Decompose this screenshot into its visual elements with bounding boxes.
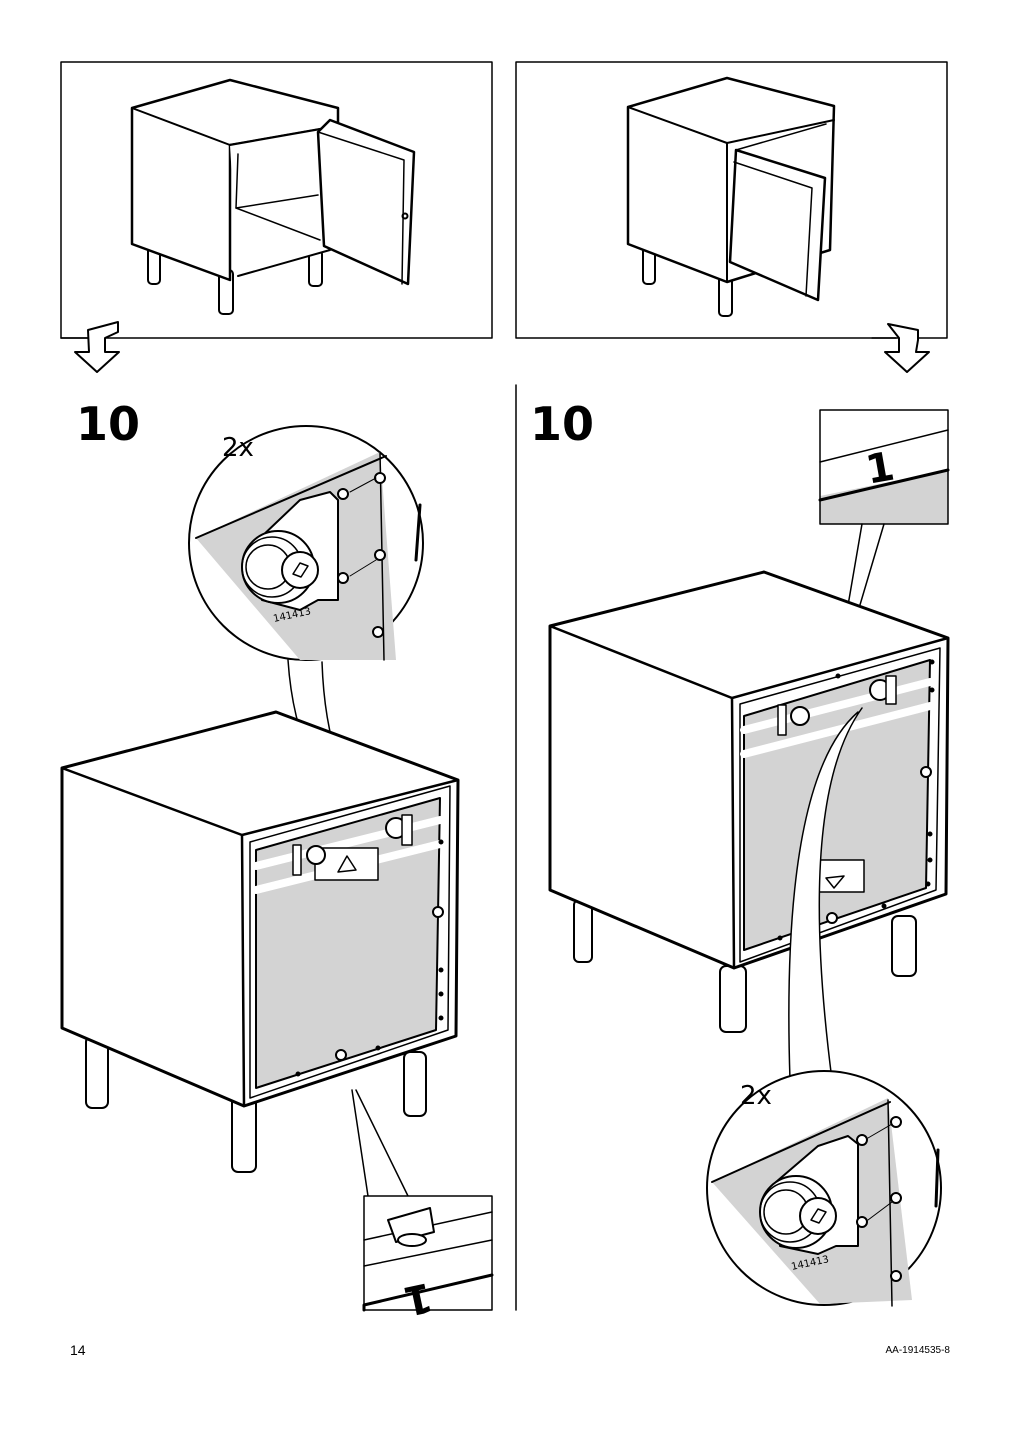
down-arrow-icon (871, 323, 930, 373)
warning-label-icon (825, 875, 845, 889)
warning-label-icon (337, 855, 357, 873)
step-number-right: 10 (530, 397, 594, 451)
down-arrow-icon (60, 321, 120, 373)
step-number-left: 10 (76, 397, 140, 451)
callout-pointer (351, 1089, 409, 1197)
left-quantity: 2x (222, 433, 254, 463)
left-label-detail (362, 1195, 494, 1312)
left-cabinet (60, 710, 460, 1173)
right-label-digit: 1 (862, 444, 897, 494)
left-magnifier (188, 425, 424, 661)
document-code: AA-1914535-8 (885, 1345, 951, 1356)
page-number: 14 (70, 1342, 86, 1358)
right-magnifier (706, 1070, 942, 1307)
top-left-panel (60, 61, 493, 339)
right-label-detail (818, 409, 950, 653)
right-cabinet (548, 570, 950, 1033)
top-right-panel (515, 61, 948, 339)
right-quantity: 2x (740, 1081, 772, 1111)
